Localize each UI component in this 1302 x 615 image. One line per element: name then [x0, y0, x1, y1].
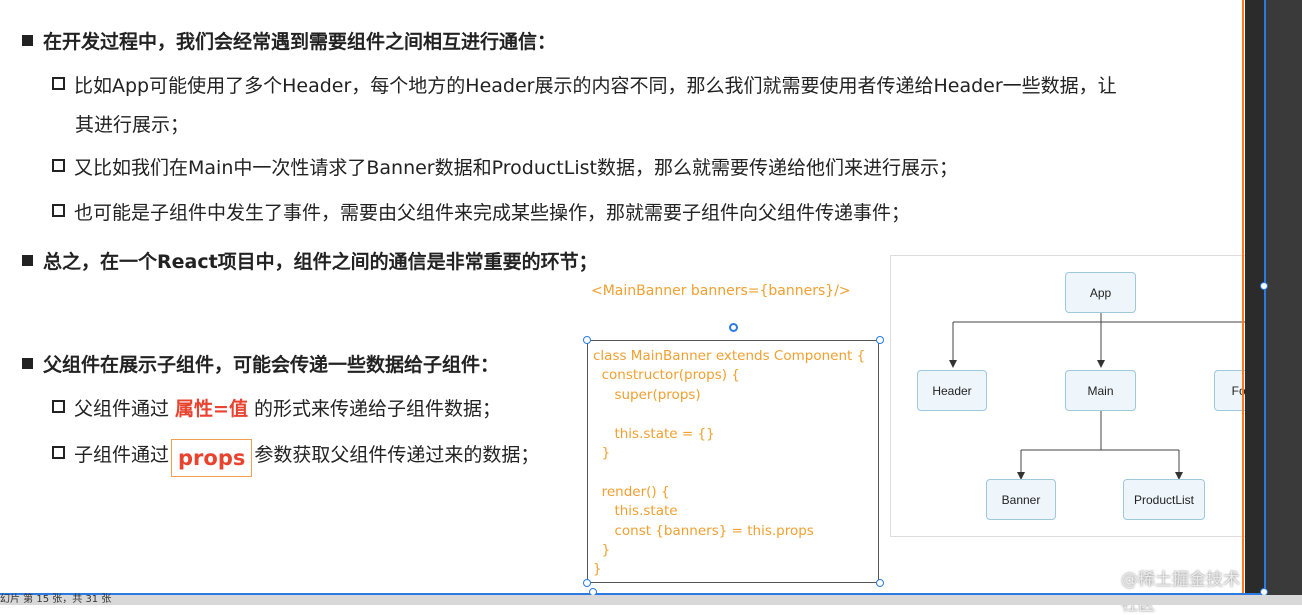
- bullet-text: 父组件通过: [74, 398, 176, 420]
- watermark: @稀土掘金技术社区: [1121, 570, 1240, 615]
- resize-handle-bottom-right[interactable]: [876, 579, 884, 587]
- code-textbox[interactable]: class MainBanner extends Component { con…: [587, 340, 879, 583]
- bullet-text: 子组件通过: [74, 444, 170, 466]
- sub-bullet-event-example: 也可能是子组件中发生了事件，需要由父组件来完成某些操作，那就需要子组件向父组件传…: [52, 199, 910, 227]
- slide-edge-marker: [1242, 0, 1244, 595]
- bullet-text: 在开发过程中，我们会经常遇到需要组件之间相互进行通信：: [43, 31, 557, 53]
- node-header: Header: [917, 370, 987, 411]
- bullet-square-icon: [22, 35, 33, 46]
- node-productlist: ProductList: [1123, 479, 1205, 520]
- bullet-hollow-square-icon: [52, 77, 65, 90]
- bullet-text: 比如App可能使用了多个Header，每个地方的Header展示的内容不同，那么…: [74, 75, 1117, 97]
- highlight-props: props: [171, 439, 253, 477]
- bullet-comm-intro: 在开发过程中，我们会经常遇到需要组件之间相互进行通信：: [22, 28, 556, 56]
- sub-bullet-attr-value: 父组件通过 属性=值 的形式来传递给子组件数据；: [52, 395, 501, 423]
- node-banner: Banner: [986, 479, 1056, 520]
- rotate-handle[interactable]: [729, 323, 738, 332]
- bullet-parent-child: 父组件在展示子组件，可能会传递一些数据给子组件：: [22, 351, 499, 379]
- resize-handle-bottom-left[interactable]: [583, 579, 591, 587]
- component-tree-diagram: App Header Main Footer Banner ProductLis…: [890, 255, 1284, 537]
- bullet-hollow-square-icon: [52, 159, 65, 172]
- status-slide-count: 幻片 第 15 张，共 31 张: [0, 594, 112, 605]
- bullet-square-icon: [22, 358, 33, 369]
- selection-border-horizontal: [0, 593, 1266, 595]
- bullet-hollow-square-icon: [52, 446, 65, 459]
- code-text[interactable]: class MainBanner extends Component { con…: [593, 348, 866, 578]
- node-main: Main: [1065, 370, 1136, 411]
- sub-bullet-main-example: 又比如我们在Main中一次性请求了Banner数据和ProductList数据，…: [52, 154, 958, 182]
- sub-bullet-header-example: 比如App可能使用了多个Header，每个地方的Header展示的内容不同，那么…: [52, 72, 1117, 100]
- bullet-text: 总之，在一个React项目中，组件之间的通信是非常重要的环节；: [43, 251, 598, 273]
- diagram-resize-handle-right[interactable]: [1260, 282, 1268, 290]
- highlight-attr-value: 属性=值: [175, 398, 248, 420]
- bullet-summary: 总之，在一个React项目中，组件之间的通信是非常重要的环节；: [22, 248, 598, 276]
- resize-handle-top-left[interactable]: [583, 336, 591, 344]
- bullet-text: 参数获取父组件传递过来的数据；: [254, 444, 540, 466]
- bullet-hollow-square-icon: [52, 400, 65, 413]
- node-app: App: [1065, 272, 1136, 313]
- bullet-text: 又比如我们在Main中一次性请求了Banner数据和ProductList数据，…: [74, 157, 958, 179]
- side-panel-strip: [1265, 0, 1302, 605]
- slide-canvas: 在开发过程中，我们会经常遇到需要组件之间相互进行通信： 比如App可能使用了多个…: [22, 28, 1284, 615]
- selection-border-vertical: [1264, 0, 1266, 598]
- sub-bullet-header-example-cont: 其进行展示；: [75, 111, 189, 139]
- bullet-hollow-square-icon: [52, 204, 65, 217]
- jsx-snippet: <MainBanner banners={banners}/>: [591, 283, 851, 299]
- right-side-panel: [1245, 0, 1302, 605]
- bullet-square-icon: [22, 255, 33, 266]
- resize-handle-top-right[interactable]: [876, 336, 884, 344]
- bullet-text: 也可能是子组件中发生了事件，需要由父组件来完成某些操作，那就需要子组件向父组件传…: [74, 202, 911, 224]
- status-bar: [0, 595, 1302, 605]
- bullet-text: 父组件在展示子组件，可能会传递一些数据给子组件：: [43, 354, 500, 376]
- bullet-text: 的形式来传递给子组件数据；: [247, 398, 502, 420]
- bullet-text: 其进行展示；: [75, 114, 190, 136]
